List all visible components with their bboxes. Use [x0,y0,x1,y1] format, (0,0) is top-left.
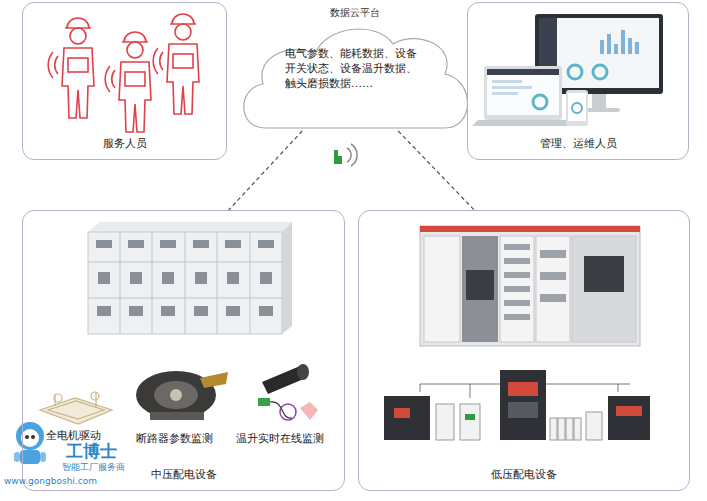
cloud-title: 数据云平台 [330,6,380,20]
lv-cabinet [420,226,640,346]
watermark-robot [14,422,46,464]
item-label: 温升实时在线监测 [236,431,324,446]
breaker-mechanism [136,371,228,420]
watermark-text: 工博士 [66,440,117,463]
watermark-text: www.gongboshi.com [4,476,97,486]
item-label: 断路器参数监测 [136,431,213,446]
lv-breakers [384,370,650,440]
panel-label: 低压配电设备 [489,467,559,482]
cloud-text: 电气参数、能耗数据、设备开关状态、设备温升数据、触头磨损数据…… [285,46,425,91]
watermark-text: 智能工厂服务商 [62,461,125,474]
mv-switchgear [88,222,292,334]
temperature-sensor [258,364,318,420]
item-label: 全电机驱动 [46,428,101,443]
panel-label: 中压配电设备 [149,467,219,482]
personnel-panel: 管理、运维人员 [467,2,689,160]
equipment-panel: 低压配电设备 [358,210,690,491]
motor-drive [40,392,112,424]
dashed-connector [398,131,474,210]
worker-figures [48,14,199,132]
panel-label: 管理、运维人员 [538,136,619,151]
cloud-platform: 数据云平台电气参数、能耗数据、设备开关状态、设备温升数据、触头磨损数据…… [235,4,475,131]
panel-label: 服务人员 [101,136,149,151]
dashed-connector [229,131,302,210]
cloud-outline [244,29,468,128]
wireless-icon [334,144,357,166]
monitor-devices [472,14,663,126]
personnel-panel: 服务人员 [22,2,227,160]
